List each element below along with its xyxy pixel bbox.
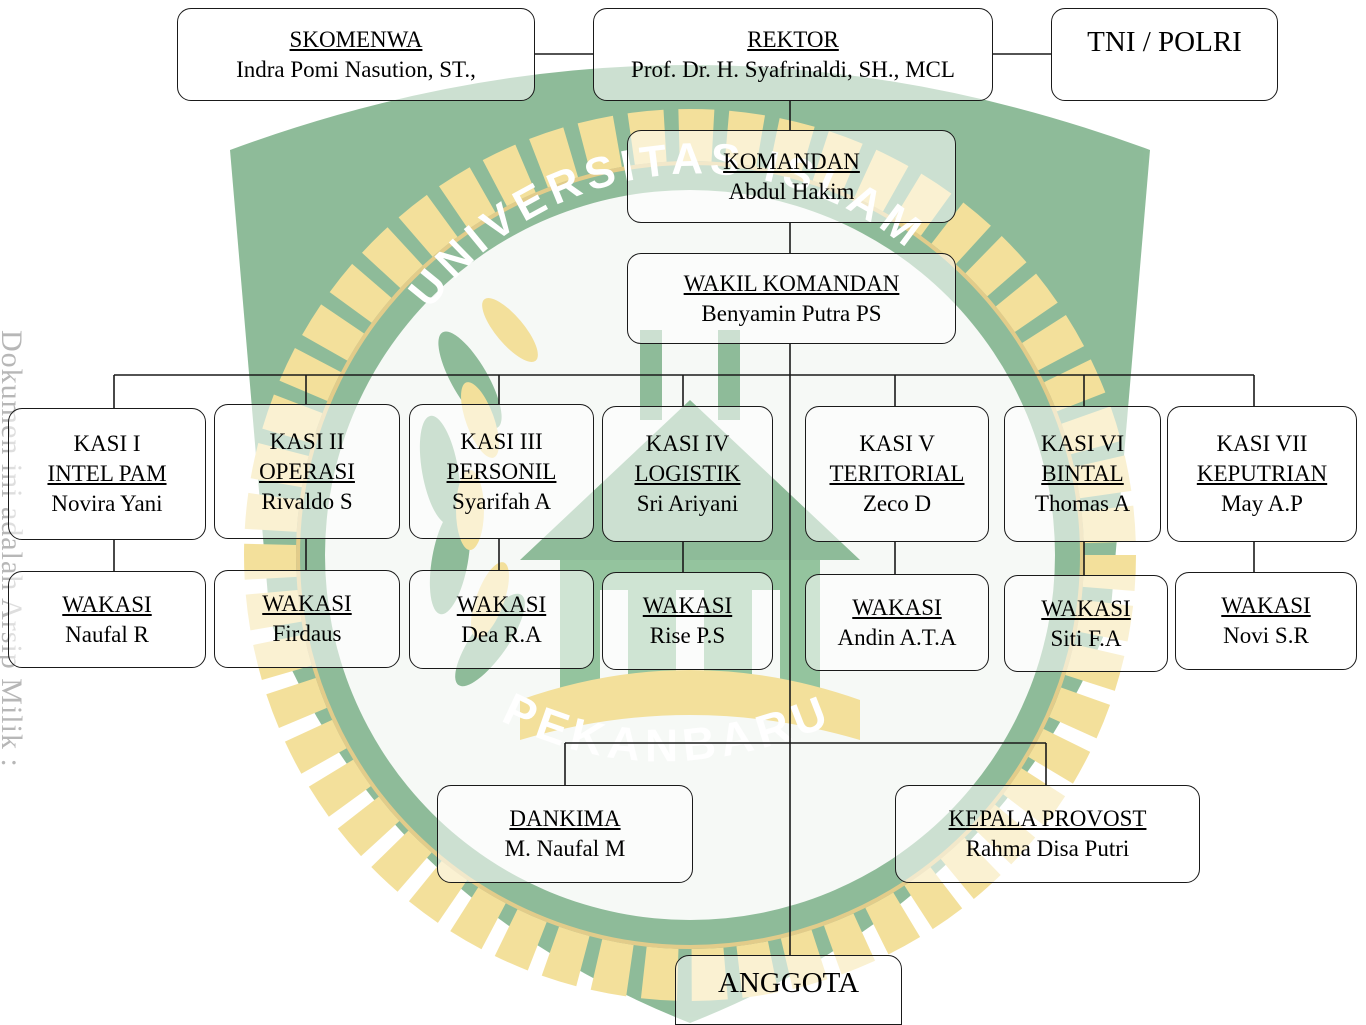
rektor-title: REKTOR (747, 26, 839, 52)
wakasi-name: Naufal R (65, 621, 149, 647)
kasi-box: KASI VII KEPUTRIAN May A.P (1167, 406, 1357, 542)
kasi-name: Zeco D (862, 491, 932, 516)
wakasi-label: WAKASI (852, 594, 942, 620)
wakasi-box: WAKASI Andin A.T.A (805, 574, 989, 671)
kasi-label: KASI I (73, 431, 141, 456)
kasi-name: Thomas A (1034, 491, 1131, 516)
kepala-provost-name: Rahma Disa Putri (965, 836, 1130, 861)
wakasi-label: WAKASI (62, 591, 152, 617)
kasi-label: KASI II (269, 428, 345, 454)
wakasi-name: Dea R.A (461, 621, 542, 647)
kepala-provost-title: KEPALA PROVOST (948, 806, 1147, 831)
kasi-name: May A.P (1221, 491, 1303, 516)
kasi-name: Sri Ariyani (636, 491, 739, 516)
komandan-box: KOMANDAN Abdul Hakim (627, 130, 956, 223)
wakasi-label: WAKASI (1221, 593, 1311, 618)
wakasi-name: Andin A.T.A (837, 624, 957, 650)
wakasi-box: WAKASI Dea R.A (409, 570, 594, 669)
anggota-box: ANGGOTA (675, 955, 902, 1025)
kasi-label: KASI IV (645, 431, 730, 456)
wakasi-name: Rise P.S (649, 623, 726, 648)
wakil-komandan-box: WAKIL KOMANDAN Benyamin Putra PS (627, 253, 956, 344)
wakasi-box: WAKASI Siti F.A (1004, 575, 1168, 672)
kasi-name: Syarifah A (451, 488, 551, 514)
tni-polri-title: TNI / POLRI (1087, 26, 1242, 58)
kasi-label: KASI III (460, 428, 543, 454)
wakasi-label: WAKASI (262, 591, 352, 616)
rektor-box: REKTOR Prof. Dr. H. Syafrinaldi, SH., MC… (593, 8, 993, 101)
tni-polri-box: TNI / POLRI (1051, 8, 1278, 101)
kasi-label: KASI VII (1216, 431, 1308, 456)
komandan-name: Abdul Hakim (728, 178, 855, 204)
skomenwa-title: SKOMENWA (289, 26, 423, 52)
kasi-section: KEPUTRIAN (1196, 461, 1328, 486)
kasi-label: KASI V (859, 431, 935, 456)
wakasi-box: WAKASI Novi S.R (1175, 572, 1357, 670)
kasi-section: TERITORIAL (829, 461, 965, 486)
wakasi-label: WAKASI (642, 593, 733, 618)
dankima-name: M. Naufal M (504, 836, 626, 861)
anggota-title: ANGGOTA (717, 967, 860, 999)
dankima-title: DANKIMA (509, 806, 621, 831)
wakasi-label: WAKASI (1041, 595, 1131, 621)
archive-side-text: Dokumen ini adalah Arsip Milik : (0, 330, 28, 768)
wakil-komandan-title: WAKIL KOMANDAN (683, 270, 900, 296)
kasi-section: PERSONIL (446, 458, 557, 484)
komandan-title: KOMANDAN (723, 148, 860, 174)
kasi-box: KASI IV LOGISTIK Sri Ariyani (602, 406, 773, 542)
wakasi-name: Siti F.A (1050, 625, 1122, 651)
kasi-box: KASI VI BINTAL Thomas A (1004, 406, 1161, 542)
kepala-provost-box: KEPALA PROVOST Rahma Disa Putri (895, 785, 1200, 883)
kasi-section: OPERASI (259, 458, 355, 484)
wakasi-box: WAKASI Naufal R (8, 571, 206, 668)
kasi-box: KASI V TERITORIAL Zeco D (805, 406, 989, 542)
kasi-box: KASI I INTEL PAM Novira Yani (8, 408, 206, 540)
kasi-section: INTEL PAM (47, 461, 167, 486)
kasi-label: KASI VI (1040, 431, 1125, 456)
skomenwa-name: Indra Pomi Nasution, ST., (236, 56, 476, 82)
wakasi-label: WAKASI (456, 591, 547, 617)
kasi-name: Novira Yani (51, 491, 163, 516)
kasi-box: KASI II OPERASI Rivaldo S (214, 404, 400, 539)
kasi-name: Rivaldo S (261, 488, 353, 514)
kasi-box: KASI III PERSONIL Syarifah A (409, 404, 594, 539)
wakasi-name: Novi S.R (1223, 623, 1309, 648)
wakil-komandan-name: Benyamin Putra PS (701, 300, 882, 326)
wakasi-name: Firdaus (272, 621, 342, 646)
rektor-name: Prof. Dr. H. Syafrinaldi, SH., MCL (631, 56, 955, 82)
kasi-section: LOGISTIK (634, 461, 741, 486)
kasi-section: BINTAL (1041, 461, 1124, 486)
dankima-box: DANKIMA M. Naufal M (437, 785, 693, 883)
skomenwa-box: SKOMENWA Indra Pomi Nasution, ST., (177, 8, 535, 101)
wakasi-box: WAKASI Firdaus (214, 570, 400, 668)
wakasi-box: WAKASI Rise P.S (602, 572, 773, 670)
